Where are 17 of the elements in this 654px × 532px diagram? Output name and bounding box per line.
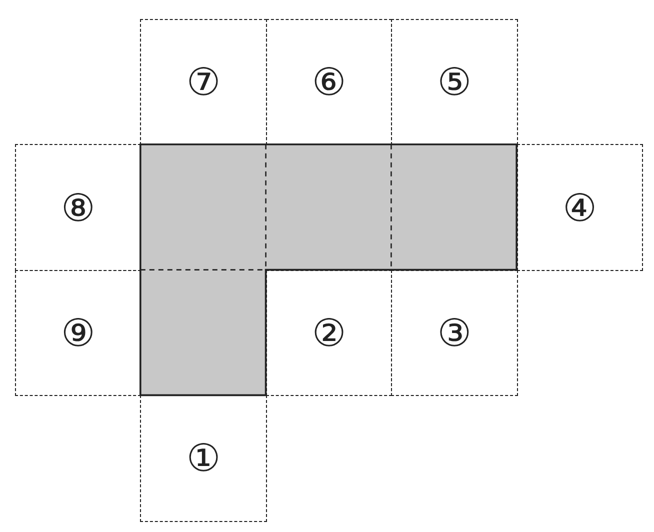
cell-number: ⑤ xyxy=(437,63,472,102)
dashed-square xyxy=(391,19,518,146)
dashed-square xyxy=(516,144,643,271)
dashed-square xyxy=(391,270,518,396)
dashed-square xyxy=(266,270,392,396)
dashed-square xyxy=(15,144,142,271)
cell-number: ⑥ xyxy=(312,63,346,102)
cell-number: ① xyxy=(186,439,221,478)
cell-number: ③ xyxy=(437,314,472,352)
dashed-square xyxy=(140,395,267,522)
cell-number: ② xyxy=(312,314,346,352)
dashed-square xyxy=(140,19,267,146)
cell-number: ⑨ xyxy=(61,314,96,352)
cell-number: ⑧ xyxy=(61,188,96,227)
dashed-square xyxy=(15,270,142,396)
cell-number: ⑦ xyxy=(186,63,221,102)
cell-number: ④ xyxy=(562,188,597,227)
